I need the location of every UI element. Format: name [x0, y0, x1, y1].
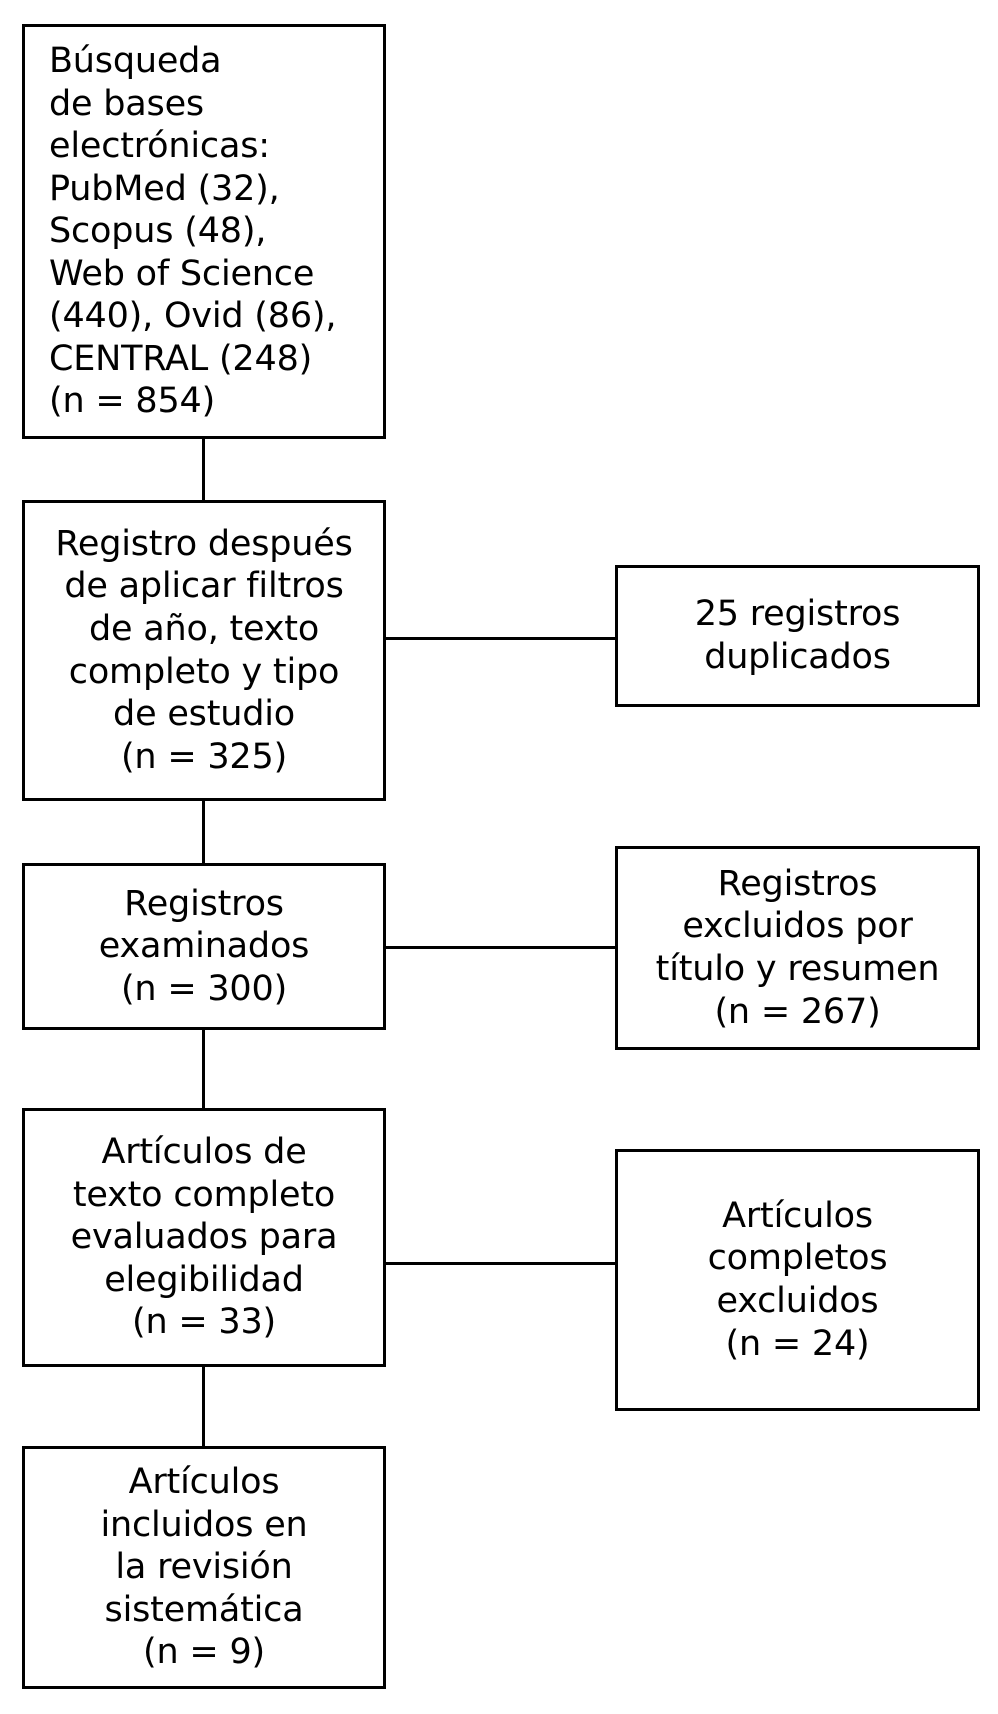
node-records-screened-text: Registros examinados (n = 300) [98, 883, 310, 1009]
node-full-text-excluded-text: Artículos completos excluidos (n = 24) [707, 1195, 888, 1364]
node-full-text-assessed: Artículos de texto completo evaluados pa… [22, 1108, 386, 1367]
connector-eligibility-to-included [202, 1366, 205, 1448]
node-records-after-filters-text: Registro después de aplicar filtros de a… [55, 523, 353, 777]
connector-search-to-filters [202, 439, 205, 501]
node-full-text-assessed-text: Artículos de texto completo evaluados pa… [70, 1132, 338, 1343]
node-duplicate-records-text: 25 registros duplicados [694, 594, 901, 677]
connector-filters-to-screened [202, 800, 205, 865]
node-records-screened: Registros examinados (n = 300) [22, 863, 386, 1030]
node-search-databases: Búsqueda de bases electrónicas: PubMed (… [22, 24, 386, 439]
node-full-text-excluded: Artículos completos excluidos (n = 24) [615, 1149, 980, 1411]
node-records-after-filters: Registro después de aplicar filtros de a… [22, 500, 386, 801]
node-records-excluded-title-abstract-text: Registros excluidos por título y resumen… [655, 863, 940, 1032]
node-articles-included: Artículos incluidos en la revisión siste… [22, 1446, 386, 1689]
connector-filters-to-duplicates [383, 637, 617, 640]
node-articles-included-text: Artículos incluidos en la revisión siste… [100, 1462, 308, 1673]
connector-screened-to-excluded [383, 946, 617, 949]
connector-eligibility-to-excluded [383, 1262, 617, 1265]
connector-screened-to-eligibility [202, 1029, 205, 1109]
node-search-databases-text: Búsqueda de bases electrónicas: PubMed (… [49, 41, 337, 422]
node-duplicate-records: 25 registros duplicados [615, 565, 980, 707]
node-records-excluded-title-abstract: Registros excluidos por título y resumen… [615, 846, 980, 1050]
